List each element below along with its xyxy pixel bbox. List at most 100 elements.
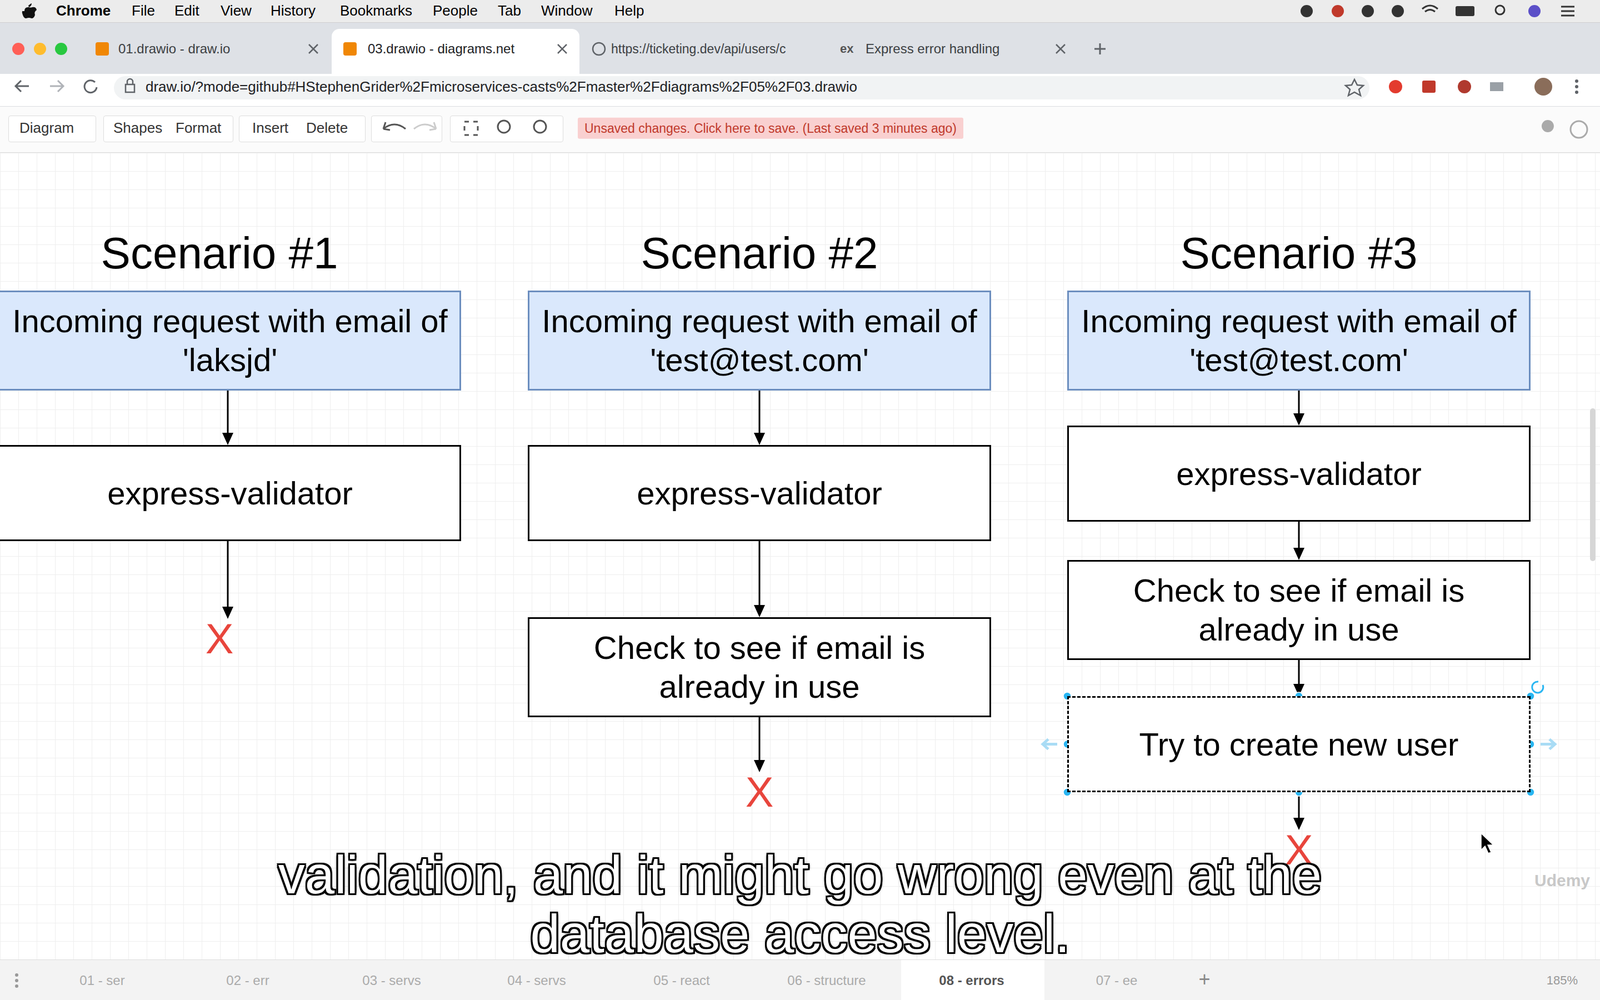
check-box: Check to see if email is already in use (1067, 560, 1531, 660)
toolbar-button: Shapes (113, 120, 163, 137)
watermark: Udemy (1534, 871, 1590, 891)
wifi-icon (1422, 5, 1438, 12)
list-icon (1561, 6, 1575, 16)
connector-line (227, 390, 229, 434)
new-tab-plus (1094, 43, 1106, 55)
battery-icon (1455, 6, 1475, 17)
node-text: Try to create new user (1139, 725, 1459, 764)
window-minimize (33, 42, 47, 55)
connector (753, 390, 765, 445)
menu-item: History (270, 2, 316, 20)
toolbar-button: Delete (306, 120, 348, 137)
lock-icon (125, 78, 135, 93)
status-icon (1331, 5, 1344, 18)
arrow-head (753, 605, 765, 618)
scenario-heading: Scenario #2 (641, 227, 879, 279)
arrow-head (1293, 413, 1305, 426)
globe-favicon (592, 42, 605, 55)
unsaved-notice: Unsaved changes. Click here to save. (La… (577, 117, 964, 139)
menu-dots (1575, 85, 1579, 89)
arrow-head (222, 432, 234, 445)
connector-line (758, 541, 761, 607)
connector-line (1298, 521, 1300, 549)
menu-dots (15, 973, 19, 977)
arrow-head (1293, 817, 1305, 830)
validator-box: express-validator (1067, 425, 1531, 522)
tab-title: 03.drawio - diagrams.net (367, 41, 515, 57)
arrow-head (1293, 547, 1305, 560)
tab-bar (0, 22, 1600, 74)
validator-box: express-validator (527, 445, 992, 542)
drawio-favicon (95, 42, 109, 56)
zoom-in-icon (497, 120, 510, 133)
drawio-favicon (343, 42, 357, 56)
extension-icon (1490, 82, 1504, 92)
page-tab: 03 - servs (362, 972, 421, 989)
failure-mark: X (745, 771, 774, 814)
tab-title: 01.drawio - draw.io (118, 41, 230, 57)
menu-item: Window (541, 2, 593, 20)
tab-title: https://ticketing.dev/api/users/c (611, 41, 787, 57)
scrollbar (1590, 408, 1596, 562)
extension-icon (1457, 80, 1472, 94)
undo-icon (383, 122, 406, 130)
failure-mark: X (205, 617, 234, 660)
search-icon (1495, 5, 1505, 15)
menu-item: Edit (174, 2, 200, 20)
star-icon (1345, 79, 1364, 96)
check-box: Check to see if email is already in use (527, 617, 992, 718)
user-icon (1541, 120, 1554, 133)
page-tab: 08 - errors (938, 972, 1004, 989)
connector-line (758, 390, 761, 434)
node-text: Check to see if email is already in use (539, 628, 980, 706)
menu-item: Tab (497, 2, 522, 20)
tab-close (557, 44, 567, 54)
arrow-head (222, 606, 234, 619)
connector (222, 390, 234, 445)
connector-line (1298, 390, 1300, 415)
tab-close (308, 44, 318, 54)
extension-icon (1388, 80, 1403, 94)
page-tab: 01 - ser (79, 972, 125, 989)
failure-arrow (222, 541, 234, 619)
tab-title: Express error handling (865, 41, 1000, 57)
window-close (12, 42, 25, 55)
scenario-heading: Scenario #3 (1180, 227, 1418, 279)
siri-icon (1528, 5, 1541, 18)
node-text: express-validator (636, 473, 883, 513)
video-subtitle: validation, and it might go wrong even a… (272, 845, 1328, 964)
profile-avatar (1534, 77, 1553, 96)
clone-arrow (1540, 739, 1555, 750)
menu-item: File (131, 2, 155, 20)
page-tab: 07 - ee (1096, 972, 1138, 989)
page-tab: 04 - servs (507, 972, 566, 989)
request-box: Incoming request with email of 'laksjd' (0, 290, 462, 391)
status-icon (1391, 5, 1404, 18)
express-favicon: ex (840, 41, 854, 56)
address-url: draw.io/?mode=github#HStephenGrider%2Fmi… (145, 78, 858, 96)
globe-icon (1570, 121, 1588, 138)
connector (753, 541, 765, 618)
menu-item: Bookmarks (340, 2, 413, 20)
menu-item: People (432, 2, 478, 20)
request-box: Incoming request with email of 'test@tes… (527, 290, 992, 391)
add-page-button: + (1198, 967, 1210, 991)
apple-logo (22, 3, 37, 19)
connector-line (758, 717, 761, 762)
menu-dots (1575, 79, 1579, 83)
zoom-level: 185% (1546, 973, 1578, 988)
toolbar-button: Format (175, 120, 222, 137)
node-text: Incoming request with email of 'laksjd' (10, 301, 450, 379)
rotate-handle (1532, 681, 1544, 693)
arrow-head (753, 760, 765, 773)
tab-close (1056, 44, 1065, 54)
menu-item: View (220, 2, 252, 20)
menu-item: Help (614, 2, 644, 20)
menu-dots (1575, 90, 1579, 94)
connector-line (1298, 660, 1300, 685)
reload-icon (84, 80, 97, 93)
window-zoom (55, 42, 68, 55)
forward-arrow (50, 80, 64, 92)
